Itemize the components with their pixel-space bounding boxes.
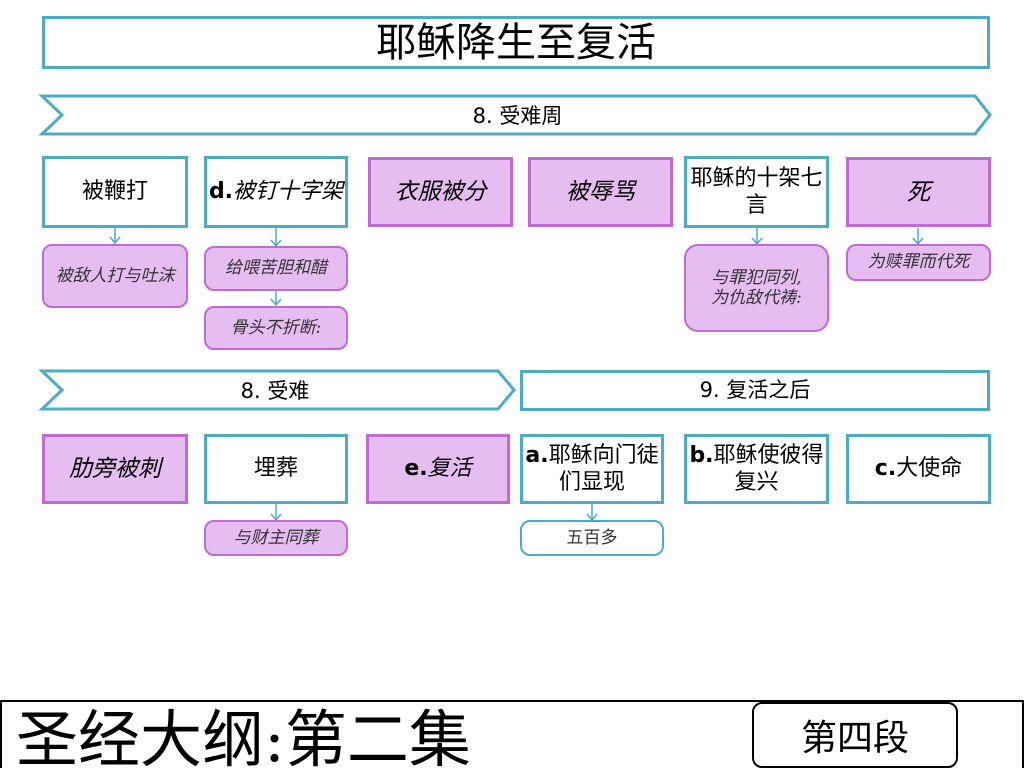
page-title: 耶稣降生至复活 bbox=[42, 16, 990, 69]
box-death: 死 bbox=[846, 157, 991, 227]
box-great-commission: c.大使命 bbox=[846, 434, 991, 504]
box-burial: 埋葬 bbox=[204, 434, 348, 504]
series-title: 圣经大纲:第二集 bbox=[16, 703, 471, 768]
sub-bones-not-broken: 骨头不折断: bbox=[204, 306, 348, 350]
box-appeared-disciples: a.耶稣向门徒们显现 bbox=[520, 434, 664, 504]
section-passion: 8. 受难 bbox=[240, 379, 310, 403]
sub-five-hundred: 五百多 bbox=[520, 520, 664, 556]
box-side-pierced: 肋旁被刺 bbox=[42, 434, 188, 504]
sub-numbered-transgressors: 与罪犯同列, 为仇敌代祷: bbox=[684, 244, 829, 332]
segment-badge: 第四段 bbox=[752, 702, 958, 768]
box-crucified: d.被钉十字架 bbox=[204, 156, 348, 228]
sub-beaten-spat: 被敌人打与吐沫 bbox=[42, 244, 188, 308]
box-mocked: 被辱骂 bbox=[528, 157, 673, 227]
box-garments-divided: 衣服被分 bbox=[368, 157, 513, 227]
box-scourged: 被鞭打 bbox=[42, 156, 188, 228]
box-restored-peter: b.耶稣使彼得复兴 bbox=[684, 434, 829, 504]
section-passion-week: 8. 受难周 bbox=[472, 104, 563, 128]
box-resurrection: e.复活 bbox=[366, 434, 510, 504]
section-after-resurrection: 9. 复活之后 bbox=[520, 370, 990, 411]
sub-gall-vinegar: 给喂苦胆和醋 bbox=[204, 246, 348, 291]
box-seven-sayings: 耶稣的十架七言 bbox=[684, 156, 829, 228]
footer-bar: 圣经大纲:第二集 第四段 bbox=[0, 700, 1024, 768]
sub-buried-with-rich: 与财主同葬 bbox=[204, 520, 348, 556]
sub-atoning-death: 为赎罪而代死 bbox=[846, 244, 991, 281]
